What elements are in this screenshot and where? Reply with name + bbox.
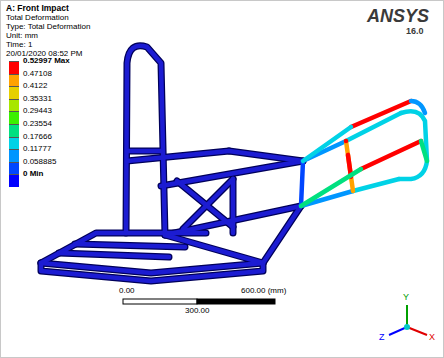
legend-value: 0.4122 [23,82,47,91]
legend-swatch [9,174,19,187]
legend-value: 0.52997 Max [23,57,70,66]
legend-swatch [9,74,19,87]
version-number: 16.0 [406,27,424,37]
legend-swatch [9,61,19,74]
legend-swatch [9,111,19,124]
legend-swatch [9,137,19,150]
time-note: Time: 1 [6,41,32,50]
legend-value: 0.11777 [23,145,51,154]
legend-value: 0.35331 [23,95,52,104]
legend-value: 0.058885 [23,158,56,167]
legend-value: 0.23554 [23,120,52,129]
legend-swatch [9,149,19,162]
legend-value: 0 Min [23,170,43,179]
legend-swatch [9,162,19,175]
legend-value: 0.17666 [23,133,52,142]
result-name: Total Deformation [6,14,69,23]
unit-note: Unit: mm [6,32,38,41]
analysis-title: A: Front Impact [6,4,69,13]
axis-label: Z [379,333,385,343]
axis-label: X [429,333,435,343]
scale-value: 300.00 [185,307,209,316]
scale-value: 0.00 [119,287,135,296]
legend-value: 0.47108 [23,70,52,79]
legend-value: 0.29443 [23,107,52,116]
legend-swatch [9,99,19,112]
scale-bar [123,299,275,304]
axis-label: Y [403,293,409,303]
axis-triad [389,305,427,335]
logo-text: ANSYS [367,7,429,27]
result-type: Type: Total Deformation [6,23,90,32]
legend-swatch [9,86,19,99]
scale-value: 600.00 (mm) [241,287,286,296]
legend-swatch [9,124,19,137]
